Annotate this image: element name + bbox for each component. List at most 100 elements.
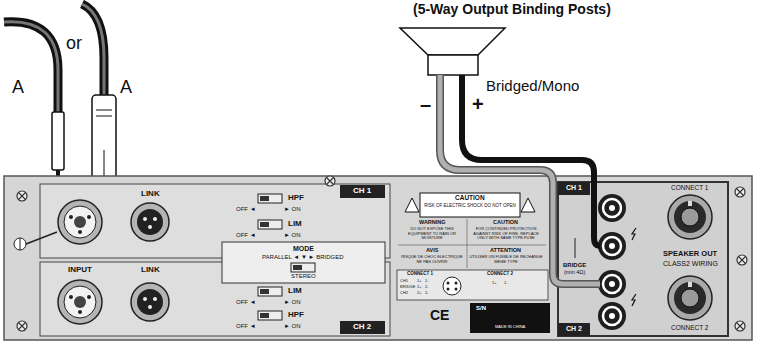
caution-block (455, 288, 458, 291)
panel-label: CAUTION (455, 195, 485, 202)
speaker-wire (440, 75, 600, 284)
panel-label: HPF (288, 311, 304, 319)
panel-label: Bridged/Mono (486, 78, 579, 93)
panel-label: 1- (425, 279, 429, 283)
panel-label: CH1 (400, 279, 408, 283)
input-cable (52, 112, 64, 170)
output-section (668, 195, 712, 239)
input-cable (96, 110, 112, 111)
caution-block (443, 277, 461, 295)
speaker-wire (440, 75, 600, 284)
input-cable (104, 150, 105, 178)
figure-title: (5-Way Output Binding Posts) (413, 2, 611, 16)
rear-panel (258, 311, 282, 320)
output-section (558, 323, 590, 336)
input-cable (4, 4, 116, 196)
speaker-symbol (428, 55, 478, 75)
panel-label: 1- (504, 281, 508, 285)
speaker-symbol (400, 28, 505, 75)
rear-panel (325, 176, 335, 186)
caution-block (455, 282, 458, 285)
panel-label: INPUT (68, 266, 92, 274)
panel-label: CH 1 (566, 184, 582, 191)
output-section (598, 232, 626, 260)
panel-label: CH2 (400, 291, 408, 295)
caution-block (405, 198, 419, 212)
rear-panel (131, 283, 169, 321)
panel-label: – (420, 94, 431, 114)
output-section (558, 182, 728, 336)
panel-label: 2- (425, 291, 429, 295)
panel-label: BRIDGE (400, 285, 415, 289)
panel-label: PARALLEL ◄ ▼ ► BRIDGED (262, 254, 344, 260)
panel-label: DO NOT EXPOSE THIS EQUIPMENT TO RAIN OR … (401, 227, 463, 241)
panel-label: LIM (288, 287, 302, 295)
caution-block (521, 198, 535, 212)
input-cable (4, 22, 58, 112)
output-section (575, 238, 576, 258)
rear-panel (131, 203, 169, 241)
rear-panel (14, 238, 26, 250)
panel-label: LIM (288, 220, 302, 228)
panel-label: 1+ (417, 279, 422, 283)
panel-label: A (12, 78, 24, 96)
panel-label: OFF ◄ (236, 323, 256, 329)
panel-label: AVIS (426, 248, 438, 254)
panel-label: OFF ◄ (236, 299, 256, 305)
caution-block (397, 270, 548, 300)
panel-label: ► ON (284, 232, 301, 238)
input-cable (82, 4, 104, 95)
speaker-wire (440, 75, 600, 284)
rear-panel (258, 287, 282, 296)
panel-label: 1+ (492, 281, 497, 285)
output-section (632, 294, 636, 306)
panel-label: ► ON (284, 299, 301, 305)
caution-block (398, 245, 546, 246)
speaker-symbol (400, 28, 505, 55)
panel-label: OFF ◄ (236, 206, 256, 212)
panel-label: MODE (293, 245, 314, 252)
rear-panel (340, 185, 385, 198)
panel-label: CONNECT 1 (671, 185, 708, 192)
output-section (558, 182, 590, 195)
rear-panel (735, 187, 745, 197)
rear-panel (737, 255, 747, 265)
rear-panel (17, 321, 27, 331)
rear-panel (4, 176, 752, 340)
input-cable (82, 4, 104, 95)
panel-label: CH 1 (353, 187, 371, 195)
panel-label: UTILISER UN FUSIBLE DE RECHANGE MEME TYP… (469, 255, 543, 264)
caution-block (447, 288, 450, 291)
panel-label: CH 2 (566, 325, 582, 332)
panel-label: CAUTION (493, 220, 518, 226)
panel-label: S/N (476, 305, 486, 311)
panel-label: + (472, 94, 484, 114)
output-section (598, 302, 626, 330)
caution-block (470, 303, 550, 333)
panel-label: ATTENTION (490, 248, 521, 254)
rear-panel (258, 220, 282, 229)
speaker-wire (462, 75, 600, 246)
caution-block (397, 193, 550, 333)
panel-label: LINK (141, 266, 160, 274)
panel-label: CH 2 (353, 323, 371, 331)
rear-panel (17, 191, 27, 201)
rear-panel (258, 194, 282, 203)
input-cable (96, 116, 112, 117)
panel-label: STEREO (291, 273, 316, 279)
rear-panel (291, 263, 315, 272)
panel-label: 1+ (417, 285, 422, 289)
panel-label: (min 4Ω) (564, 270, 585, 276)
panel-label: A (120, 78, 132, 96)
panel-label: HPF (288, 194, 304, 202)
panel-label: RISK OF ELECTRIC SHOCK DO NOT OPEN (424, 203, 516, 208)
panel-label: BRIDGE (563, 262, 586, 268)
rear-panel (26, 232, 57, 244)
caution-block (467, 219, 468, 268)
panel-label: MADE IN CHINA (495, 325, 525, 329)
caution-block (447, 282, 450, 285)
panel-label: LINK (141, 190, 160, 198)
panel-label: CONNECT 2 (671, 325, 708, 332)
